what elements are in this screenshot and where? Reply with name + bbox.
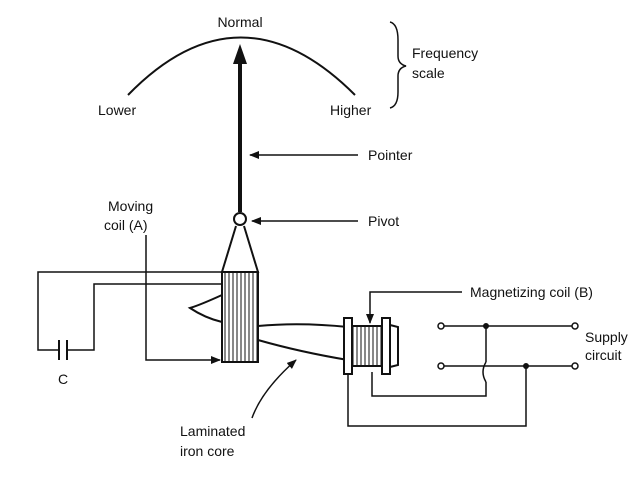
pointer-tip (233, 44, 247, 64)
magnetizing-coil-label: Magnetizing coil (B) (470, 284, 593, 300)
frequency-scale-brace (389, 21, 407, 109)
capacitor-outer-wire (37, 271, 222, 351)
scale-lower-label: Lower (98, 102, 136, 118)
iron-core-upper-edge (257, 323, 349, 328)
moving-coil-label-line2: coil (A) (104, 217, 148, 233)
magnetizing-coil-leader-arrow (366, 291, 462, 324)
iron-core-label-line2: iron core (180, 443, 235, 459)
magnetizing-coil-end-cap (389, 324, 399, 368)
scale-higher-label: Higher (330, 102, 372, 118)
iron-core-lower-edge (257, 339, 349, 361)
magnetizing-coil-winding (351, 325, 383, 367)
iron-core-left-tip (187, 294, 223, 323)
coil-supply-wire-upper (371, 372, 487, 397)
scale-normal-label: Normal (217, 14, 262, 30)
iron-core-label-line1: Laminated (180, 423, 245, 439)
frequency-scale-arc (127, 36, 356, 96)
terminal-bottom-right (571, 362, 579, 370)
magnetizing-coil-right-flange (381, 317, 391, 375)
capacitor-label: C (58, 371, 68, 387)
moving-coil-block (221, 271, 259, 363)
moving-coil-leader-arrow (145, 235, 221, 364)
pointer-base (220, 225, 260, 273)
supply-circuit-label-line2: circuit (585, 347, 622, 363)
moving-coil-label-line1: Moving (108, 198, 153, 214)
coil-supply-wire-lower (347, 366, 527, 427)
wire-crossover (482, 361, 487, 383)
magnetizing-coil-left-flange (343, 317, 353, 375)
terminal-bottom-left (437, 362, 445, 370)
pointer-label: Pointer (368, 147, 413, 163)
frequency-scale-label-line2: scale (412, 65, 445, 81)
pivot-label: Pivot (368, 213, 399, 229)
terminal-top-left (437, 322, 445, 330)
core-leader-arrow (251, 359, 297, 419)
capacitor-inner-wire (68, 283, 222, 351)
supply-circuit-label-line1: Supply (585, 329, 628, 345)
pivot-point (233, 212, 247, 226)
supply-junction-dot-bottom (523, 363, 529, 369)
supply-junction-dot-top (483, 323, 489, 329)
terminal-top-right (571, 322, 579, 330)
frequency-scale-label-line1: Frequency (412, 45, 478, 61)
